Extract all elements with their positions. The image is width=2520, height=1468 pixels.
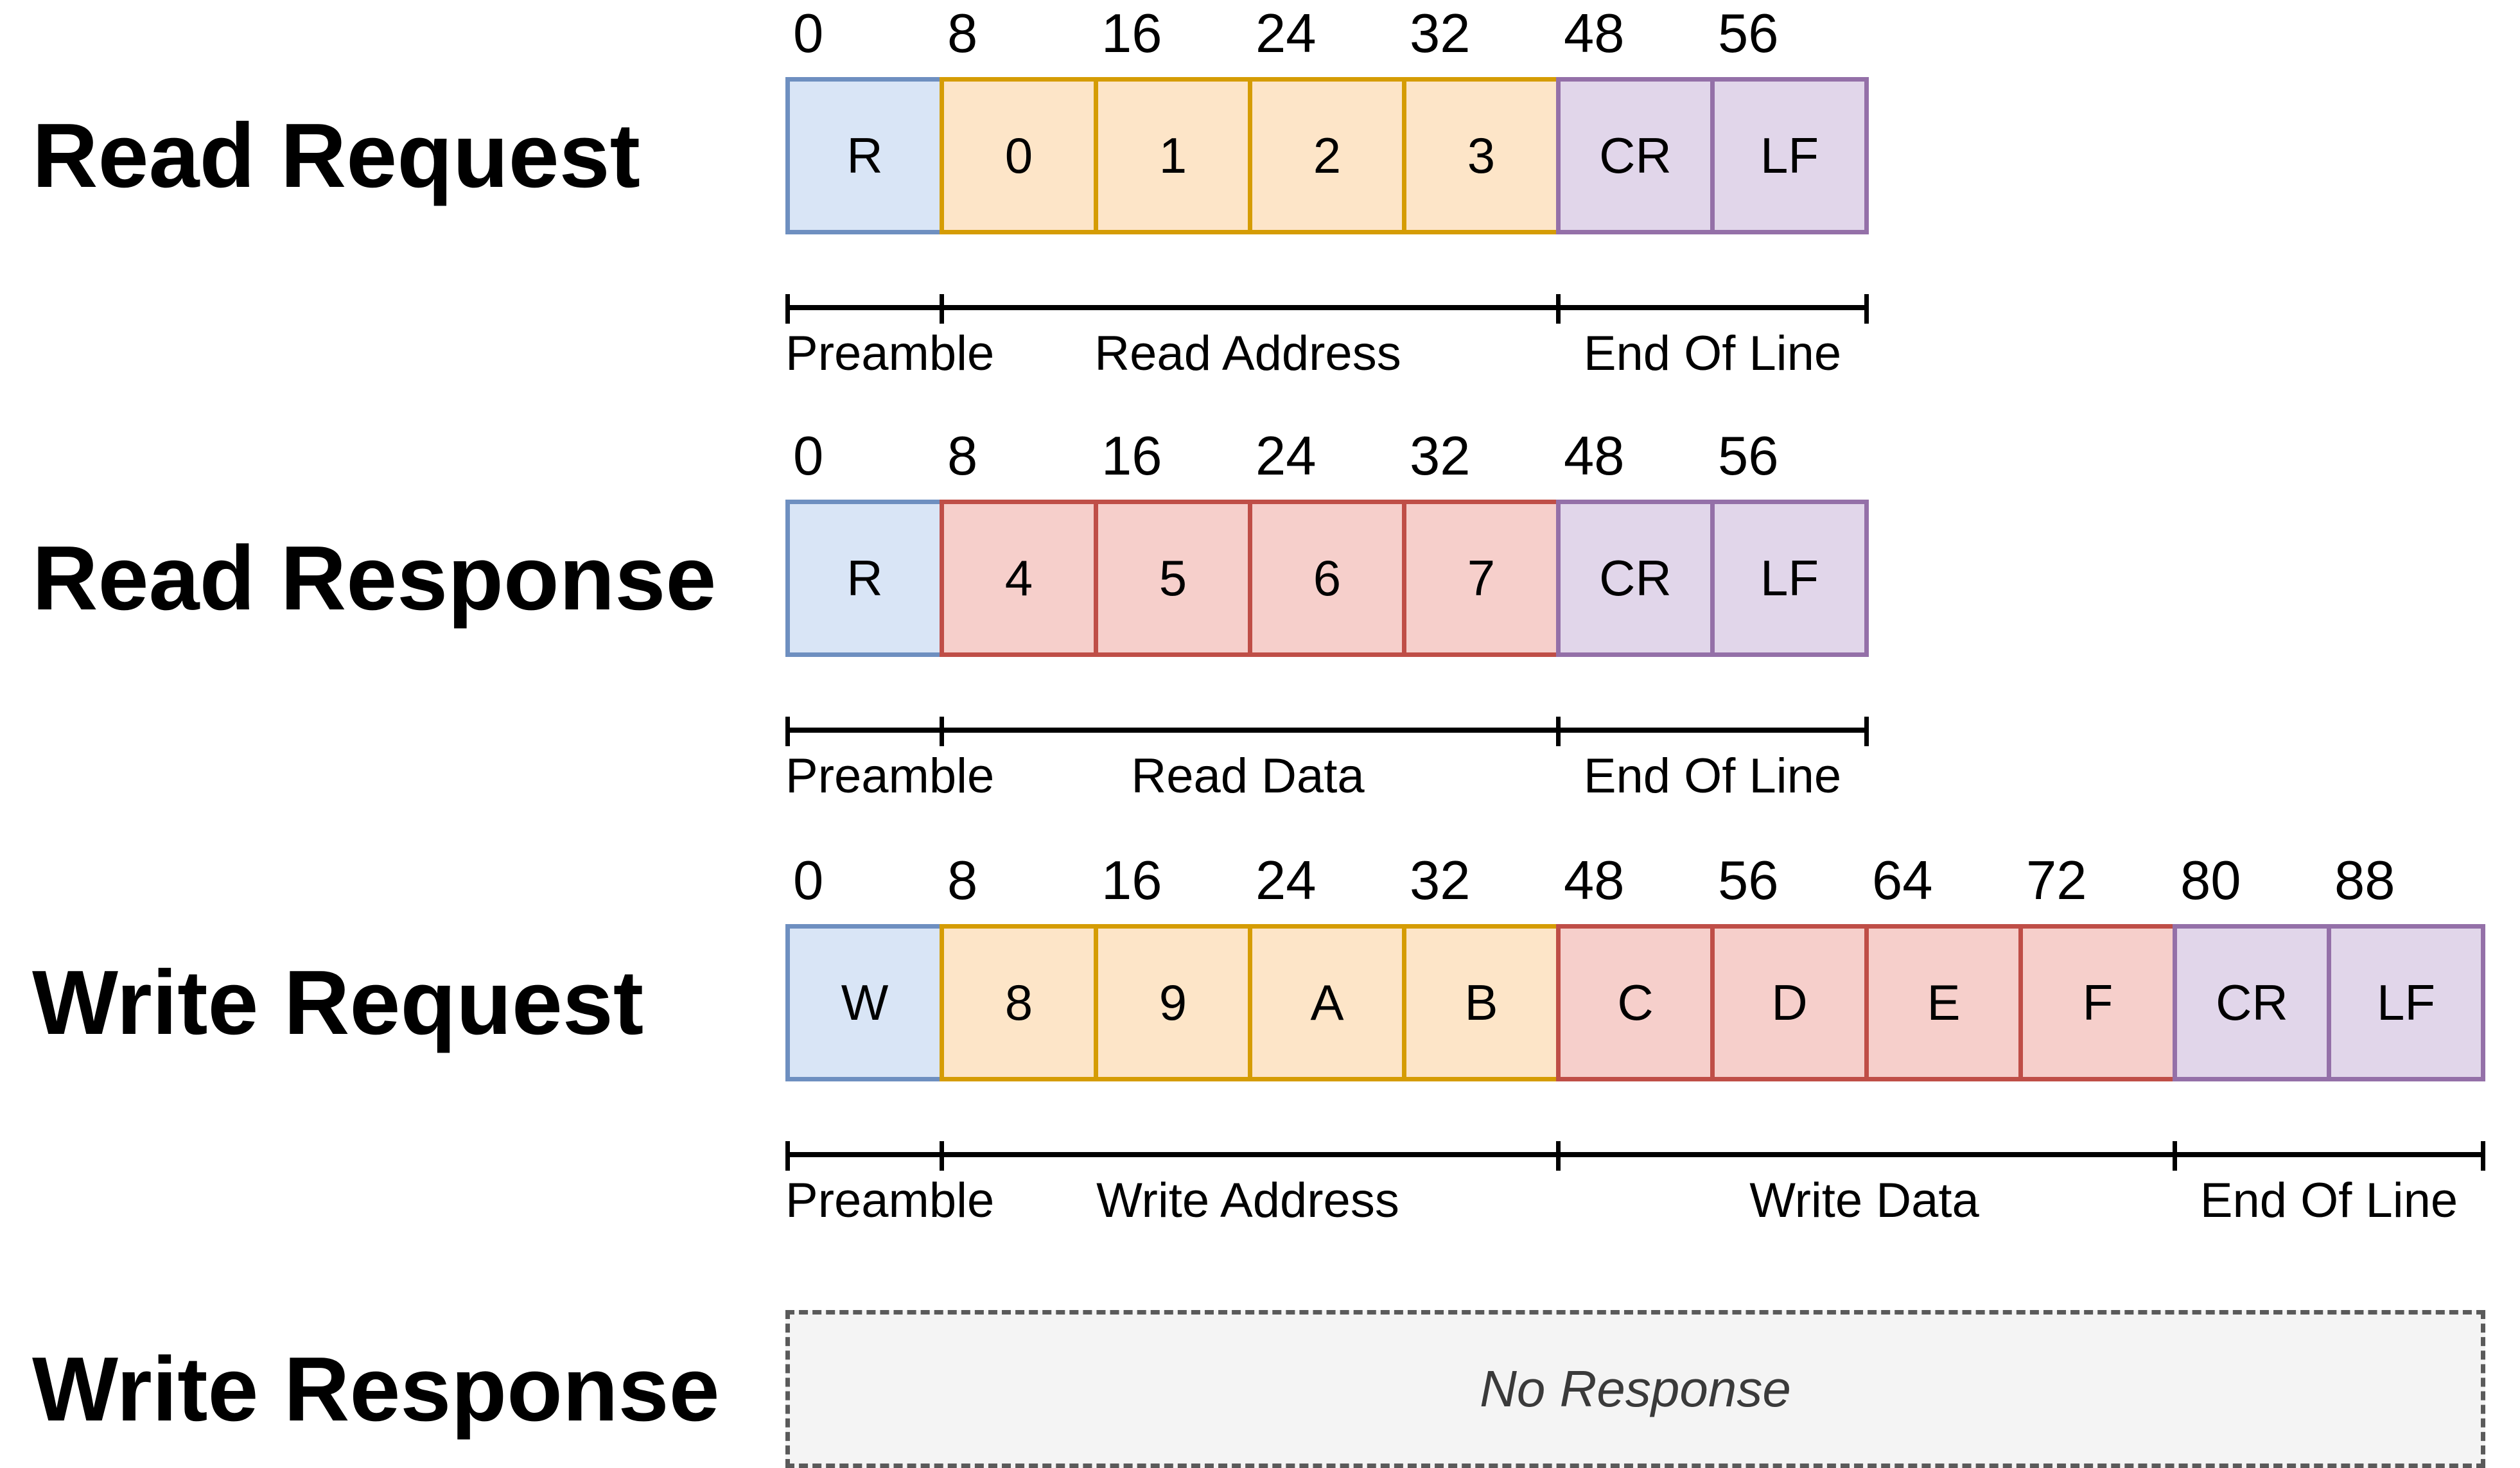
segment-bracket: Preamble Read Address End Of Line (785, 294, 1869, 384)
field-cell-address: 2 (1248, 77, 1406, 234)
field-cell-data: E (1864, 924, 2023, 1081)
bracket-tick (1556, 717, 1561, 746)
row-heading: Read Response (32, 527, 717, 629)
field-cell-address: 9 (1094, 924, 1252, 1081)
bracket-line (785, 305, 1869, 310)
bit-offset-label: 24 (1256, 426, 1317, 487)
field-cell-address: 3 (1402, 77, 1561, 234)
field-cell-eol: LF (2327, 924, 2485, 1081)
bit-offset-label: 32 (1410, 426, 1471, 487)
field-cell-data: 4 (940, 500, 1098, 657)
bit-offset-label: 56 (1718, 426, 1779, 487)
bracket-tick (1556, 294, 1561, 324)
segment-label: Write Data (1749, 1173, 1979, 1228)
field-cell-eol: CR (1556, 500, 1715, 657)
field-cell-data: 7 (1402, 500, 1561, 657)
bracket-tick (785, 294, 790, 324)
bit-offset-label: 48 (1564, 850, 1625, 911)
bit-offset-label: 24 (1256, 3, 1317, 64)
bit-offset-label: 56 (1718, 3, 1779, 64)
field-cell-preamble: W (785, 924, 944, 1081)
bracket-tick (2481, 1141, 2485, 1171)
field-cell-address: 8 (940, 924, 1098, 1081)
field-cell-data: C (1556, 924, 1715, 1081)
segment-bracket: Preamble Read Data End Of Line (785, 717, 1869, 807)
bracket-line (785, 1152, 2485, 1157)
bracket-tick (1556, 1141, 1561, 1171)
bit-offset-label: 48 (1564, 3, 1625, 64)
row-heading: Write Request (32, 952, 644, 1054)
segment-label: End Of Line (2200, 1173, 2458, 1228)
bit-offset-label: 72 (2026, 850, 2087, 911)
bit-offset-label: 56 (1718, 850, 1779, 911)
field-cell-address: 0 (940, 77, 1098, 234)
bracket-tick (940, 1141, 944, 1171)
field-cell-eol: LF (1710, 77, 1869, 234)
field-cell-data: 6 (1248, 500, 1406, 657)
segment-label: Preamble (785, 326, 995, 381)
field-cell-address: A (1248, 924, 1406, 1081)
bit-offset-label: 0 (793, 850, 824, 911)
bit-offset-label: 0 (793, 426, 824, 487)
bit-offset-label: 8 (947, 850, 978, 911)
bracket-tick (940, 294, 944, 324)
segment-label: Write Address (1096, 1173, 1399, 1228)
bit-offset-label: 8 (947, 426, 978, 487)
bracket-tick (940, 717, 944, 746)
bit-offset-label: 16 (1101, 426, 1162, 487)
no-response-label: No Response (1480, 1360, 1791, 1417)
segment-label: Read Address (1094, 326, 1401, 381)
bit-offset-label: 32 (1410, 3, 1471, 64)
field-cell-preamble: R (785, 500, 944, 657)
bit-offset-label: 16 (1101, 3, 1162, 64)
bit-offset-label: 48 (1564, 426, 1625, 487)
row-heading: Write Response (32, 1338, 720, 1440)
bit-offset-label: 64 (1872, 850, 1933, 911)
row-heading: Read Request (32, 105, 640, 207)
field-cell-eol: CR (1556, 77, 1715, 234)
no-response-box: No Response (785, 1310, 2485, 1468)
segment-label: Preamble (785, 1173, 995, 1228)
bracket-tick (2173, 1141, 2177, 1171)
field-cell-eol: LF (1710, 500, 1869, 657)
bracket-tick (785, 1141, 790, 1171)
bit-offset-label: 80 (2180, 850, 2241, 911)
field-cell-data: F (2018, 924, 2177, 1081)
bit-offset-label: 8 (947, 3, 978, 64)
bracket-tick (785, 717, 790, 746)
bit-offset-label: 32 (1410, 850, 1471, 911)
bit-offset-label: 16 (1101, 850, 1162, 911)
field-cell-data: D (1710, 924, 1869, 1081)
bracket-tick (1864, 717, 1869, 746)
segment-bracket: Preamble Write Address Write Data End Of Li… (785, 1141, 2485, 1231)
segment-label: Preamble (785, 749, 995, 803)
bit-offset-label: 24 (1256, 850, 1317, 911)
bit-offset-label: 88 (2334, 850, 2395, 911)
bracket-line (785, 728, 1869, 733)
segment-label: Read Data (1131, 749, 1365, 803)
segment-label: End Of Line (1583, 749, 1842, 803)
field-cell-address: B (1402, 924, 1561, 1081)
field-cell-data: 5 (1094, 500, 1252, 657)
field-cell-address: 1 (1094, 77, 1252, 234)
field-cell-eol: CR (2173, 924, 2331, 1081)
bit-offset-label: 0 (793, 3, 824, 64)
bracket-tick (1864, 294, 1869, 324)
segment-label: End Of Line (1583, 326, 1842, 381)
field-cell-preamble: R (785, 77, 944, 234)
